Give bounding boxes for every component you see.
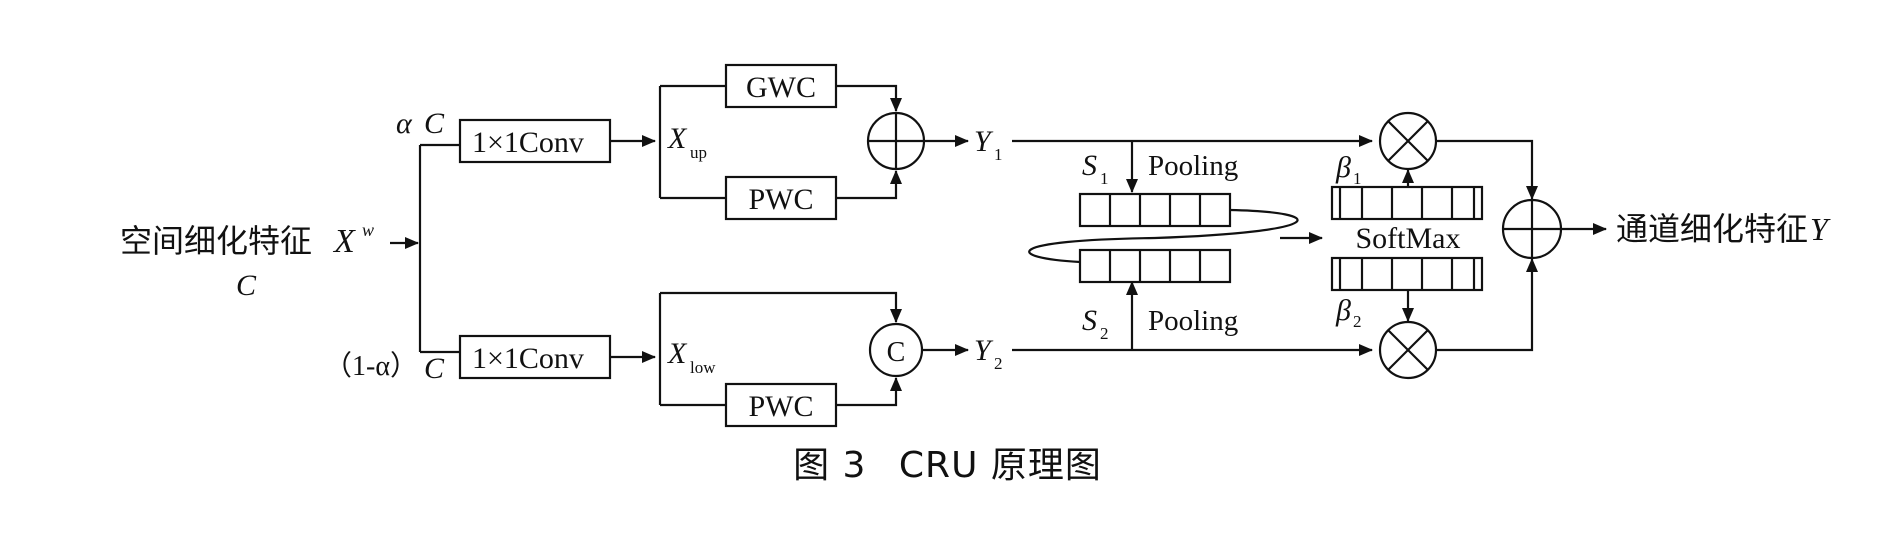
upper-ratio-c: C bbox=[424, 107, 445, 140]
mul2-out bbox=[1436, 258, 1538, 352]
lower-ratio-c: C bbox=[424, 352, 445, 385]
upper-conv-label: 1×1Conv bbox=[472, 126, 584, 159]
beta1-symbol: β bbox=[1335, 151, 1351, 184]
x-up-sub: up bbox=[690, 143, 707, 162]
y2-symbol: Y bbox=[974, 334, 994, 367]
concat-label: C bbox=[887, 337, 906, 368]
pwc-upper-label: PWC bbox=[748, 183, 813, 216]
caption-title: CRU 原理图 bbox=[898, 445, 1102, 486]
beta2-sub: 2 bbox=[1353, 312, 1362, 331]
input-symbol: X bbox=[332, 223, 356, 260]
s1-vector bbox=[1078, 192, 1232, 228]
gwc-out bbox=[836, 84, 902, 112]
link-curve bbox=[1028, 208, 1299, 264]
output-label: 通道细化特征 bbox=[1616, 210, 1808, 248]
x-low-symbol: X bbox=[667, 337, 688, 370]
output-symbol: Y bbox=[1810, 211, 1831, 247]
pwc-lower-label: PWC bbox=[748, 390, 813, 423]
pool2-label: Pooling bbox=[1148, 305, 1238, 337]
upper-ratio-alpha: α bbox=[396, 107, 413, 140]
lower-ratio-prefix: （1-α） bbox=[324, 350, 418, 382]
s2-vector bbox=[1078, 248, 1232, 284]
gwc-label: GWC bbox=[746, 71, 816, 104]
beta2-symbol: β bbox=[1335, 294, 1351, 327]
pwc-out bbox=[836, 170, 902, 200]
pwc-lower-out bbox=[836, 377, 902, 407]
y2-sub: 2 bbox=[994, 354, 1003, 373]
input-label: 空间细化特征 bbox=[120, 222, 312, 260]
beta2-vector bbox=[1330, 256, 1484, 292]
y1-sub: 1 bbox=[994, 145, 1003, 164]
mul1-out bbox=[1436, 139, 1538, 200]
pool1-label: Pooling bbox=[1148, 150, 1238, 182]
beta1-vector bbox=[1330, 185, 1484, 221]
s1-sub: 1 bbox=[1100, 169, 1109, 188]
input-sup: w bbox=[362, 220, 374, 240]
caption-fig: 图 3 bbox=[793, 445, 867, 486]
x-up-symbol: X bbox=[667, 122, 688, 155]
s1-symbol: S bbox=[1082, 149, 1097, 182]
input-channels: C bbox=[236, 269, 257, 302]
beta1-sub: 1 bbox=[1353, 169, 1362, 188]
skip-line bbox=[660, 291, 902, 323]
s2-sub: 2 bbox=[1100, 324, 1109, 343]
y1-symbol: Y bbox=[974, 125, 994, 158]
lower-conv-label: 1×1Conv bbox=[472, 342, 584, 375]
s2-symbol: S bbox=[1082, 304, 1097, 337]
softmax-label: SoftMax bbox=[1356, 222, 1461, 255]
x-low-sub: low bbox=[690, 358, 716, 377]
figure-caption: 图 3 CRU 原理图 bbox=[0, 436, 1895, 488]
